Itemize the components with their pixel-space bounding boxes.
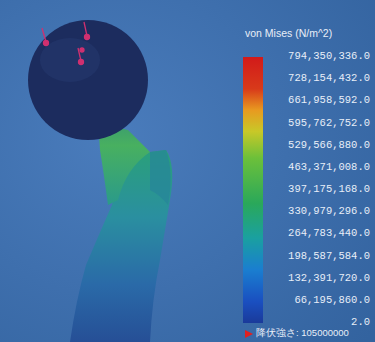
head-highlight	[40, 38, 100, 82]
scale-value: 330,979,296.0	[288, 205, 370, 217]
scale-value: 264,783,440.0	[288, 227, 370, 239]
scale-value: 198,587,584.0	[288, 250, 370, 262]
load-arrows	[42, 22, 90, 65]
scale-value: 2.0	[351, 316, 370, 328]
color-bar	[243, 57, 263, 323]
implant-head	[28, 20, 148, 140]
stem-shade	[150, 150, 171, 205]
scale-value: 794,350,336.0	[288, 50, 370, 62]
scale-value: 661,958,592.0	[288, 94, 370, 106]
legend-heading: von Mises (N/m^2)	[245, 27, 332, 39]
scale-value: 66,195,860.0	[294, 294, 370, 306]
scale-value: 529,566,880.0	[288, 139, 370, 151]
scale-value: 463,371,008.0	[288, 161, 370, 173]
yield-marker	[245, 330, 253, 338]
scale-value: 397,175,168.0	[288, 183, 370, 195]
scale-value: 132,391,720.0	[288, 272, 370, 284]
scale-value: 728,154,432.0	[288, 72, 370, 84]
yield-strength: 降伏強さ: 105000000	[256, 327, 349, 340]
scale-value: 595,762,752.0	[288, 117, 370, 129]
